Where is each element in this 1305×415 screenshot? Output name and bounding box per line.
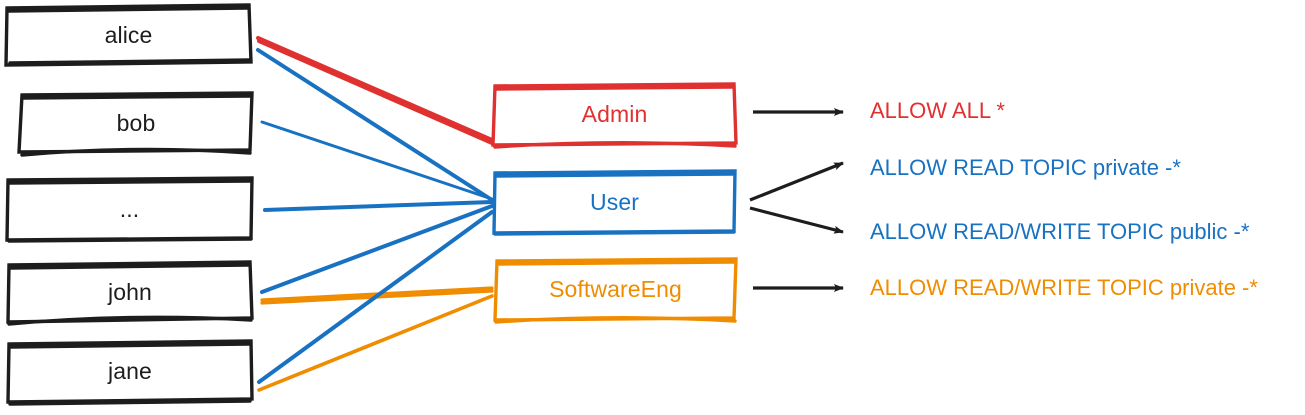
role-label-admin: Admin — [581, 101, 648, 127]
arrow-user-policy-public — [749, 206, 844, 234]
assignment-jane-softwareeng — [257, 294, 494, 392]
policy-read-private: ALLOW READ TOPIC private -* — [870, 155, 1181, 180]
assignment-alice-user — [256, 48, 494, 202]
principal-label-jane: jane — [108, 358, 152, 384]
role-user[interactable]: User — [494, 171, 735, 233]
principal-label-bob: bob — [116, 109, 156, 136]
policy-readwrite-private: ALLOW READ/WRITE TOPIC private -* — [870, 275, 1258, 300]
assignment-john-softwareeng — [260, 286, 494, 305]
assignment-john-user — [260, 204, 494, 294]
assignment-bob-user — [260, 120, 494, 201]
principal-label-john: john — [108, 278, 152, 305]
assignment-jane-user — [257, 210, 494, 384]
principal-alice[interactable]: alice — [6, 5, 251, 65]
principal-bob[interactable]: bob — [20, 93, 252, 153]
principal-john[interactable]: john — [8, 262, 252, 322]
role-label-softwareeng: SoftwareEng — [549, 276, 682, 302]
role-label-user: User — [590, 188, 639, 215]
policy-readwrite-public: ALLOW READ/WRITE TOPIC public -* — [870, 219, 1250, 244]
principal-jane[interactable]: jane — [8, 341, 252, 402]
arrow-user-policy-read — [749, 161, 844, 202]
principal-label-alice: alice — [104, 21, 153, 48]
assignment-more-user — [263, 200, 494, 212]
role-softwareeng[interactable]: SoftwareEng — [495, 259, 736, 320]
principal-more[interactable]: ... — [7, 178, 252, 240]
policy-admin: ALLOW ALL * — [870, 98, 1005, 123]
assignment-alice-admin — [256, 36, 494, 145]
principal-label-more: ... — [119, 195, 140, 222]
role-admin[interactable]: Admin — [493, 84, 736, 145]
